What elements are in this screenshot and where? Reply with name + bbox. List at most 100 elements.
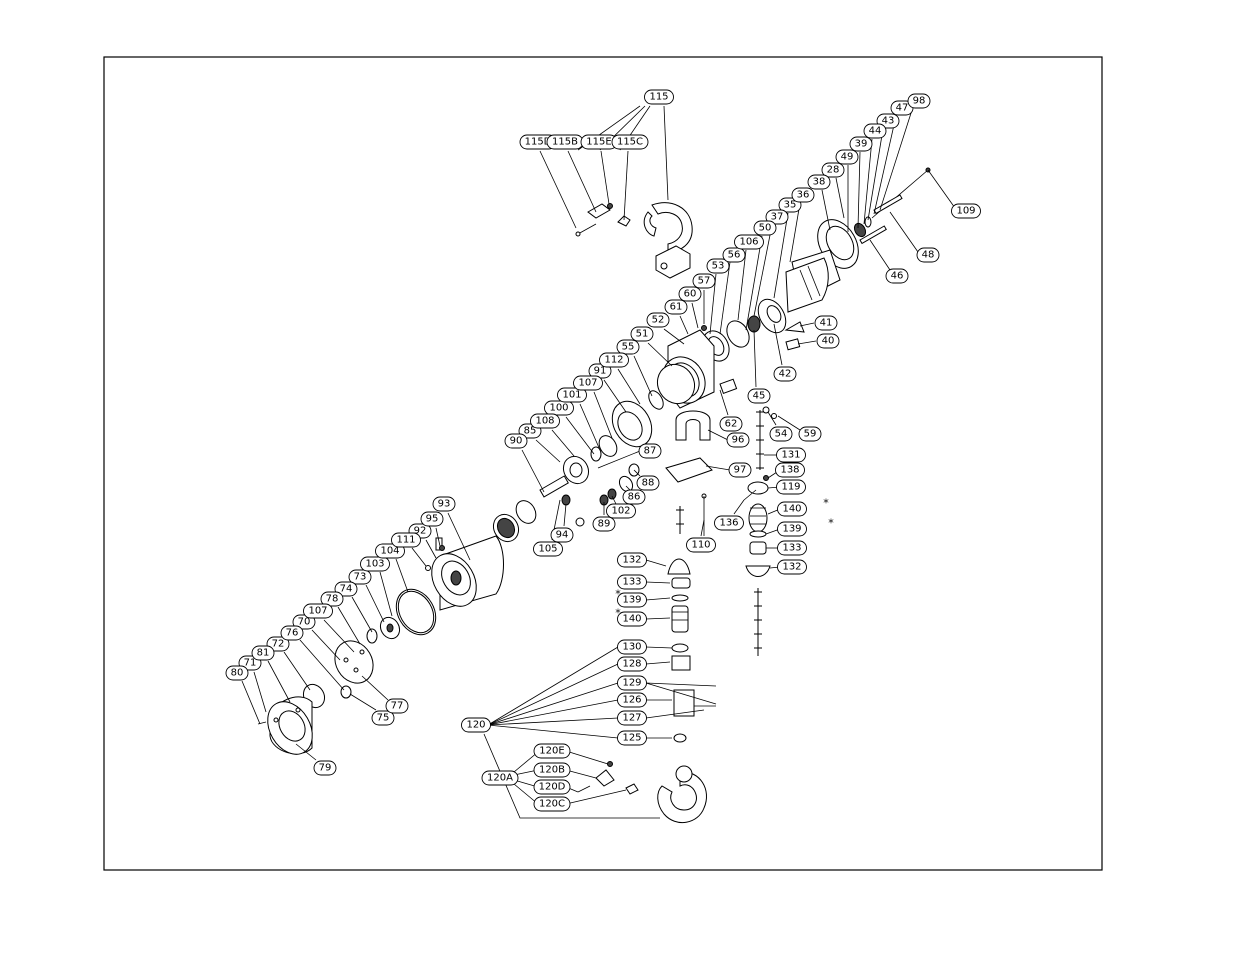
callout-bubble — [481, 770, 519, 786]
callout-bubble — [592, 516, 616, 532]
callout-label: 79 — [319, 763, 332, 774]
callout-132: 132 — [617, 552, 647, 568]
callout-bubble — [798, 426, 822, 442]
callout-129: 129 — [617, 675, 647, 691]
callout-110: 110 — [686, 537, 716, 553]
leader-line — [707, 429, 729, 441]
callout-39: 39 — [849, 136, 873, 152]
leader-line — [663, 328, 685, 345]
callout-label: 44 — [869, 126, 882, 137]
leader-line — [753, 224, 773, 317]
callout-97: 97 — [728, 462, 752, 478]
leader-line — [633, 469, 641, 477]
leader-line — [349, 693, 377, 711]
callout-label: 119 — [781, 482, 800, 493]
callout-101: 101 — [557, 387, 587, 403]
callout-55: 55 — [616, 339, 640, 355]
callout-bubble — [728, 462, 752, 478]
callout-label: 85 — [524, 426, 537, 437]
callout-86: 86 — [622, 489, 646, 505]
leader-line — [411, 547, 427, 567]
leader-line — [879, 109, 913, 211]
callout-label: 120A — [487, 773, 513, 784]
callout-50: 50 — [753, 220, 777, 236]
drive-gear — [590, 390, 711, 462]
callout-bubble — [617, 710, 647, 726]
brake-cover-stack — [784, 167, 931, 351]
callout-label: 128 — [622, 659, 641, 670]
callout-label: 136 — [719, 518, 738, 529]
callout-label: 48 — [922, 250, 935, 261]
callout-bubble — [777, 521, 807, 537]
callout-label: 93 — [438, 499, 451, 510]
callout-54: 54 — [769, 426, 793, 442]
callout-bubble — [266, 636, 290, 652]
leader-line — [551, 429, 575, 457]
leader-line — [487, 663, 619, 726]
callout-46: 46 — [885, 268, 909, 284]
callout-bubble — [616, 339, 640, 355]
callout-bubble — [611, 134, 649, 150]
leader-line — [487, 699, 619, 726]
callout-label: 47 — [896, 103, 909, 114]
callout-120e: 120E — [533, 743, 571, 759]
callout-41: 41 — [814, 315, 838, 331]
leader-line — [873, 115, 897, 215]
callout-73: 73 — [348, 569, 372, 585]
leader-line — [700, 519, 705, 537]
callout-label: 133 — [782, 543, 801, 554]
leader-line — [753, 329, 757, 388]
callout-label: 53 — [712, 261, 725, 272]
callout-109: 109 — [951, 203, 981, 219]
callout-bubble — [916, 247, 940, 263]
leader-line — [835, 177, 845, 219]
callout-76: 76 — [280, 625, 304, 641]
callout-label: 75 — [377, 713, 390, 724]
callout-label: 109 — [956, 206, 975, 217]
leader-line — [821, 189, 831, 231]
callout-42: 42 — [773, 366, 797, 382]
callout-51: 51 — [630, 326, 654, 342]
leader-line — [435, 527, 441, 547]
callout-bubble — [706, 258, 730, 274]
leader-line — [645, 581, 671, 584]
callout-label: 140 — [782, 504, 801, 515]
callout-bubble — [719, 416, 743, 432]
callout-label: 133 — [622, 577, 641, 588]
callout-bubble — [776, 479, 806, 495]
leader-line — [311, 629, 341, 661]
callout-label: 37 — [771, 212, 784, 223]
callout-bubble — [550, 527, 574, 543]
callout-bubble — [622, 489, 646, 505]
callout-bubble — [807, 174, 831, 190]
leader-line — [521, 449, 545, 493]
leader-line — [483, 733, 660, 819]
callout-115c: 115C — [611, 134, 649, 150]
leader-line — [869, 239, 891, 271]
callout-label: 111 — [396, 535, 415, 546]
callout-48: 48 — [916, 247, 940, 263]
callout-bubble — [544, 400, 574, 416]
leader-line — [645, 597, 671, 601]
leader-line — [447, 512, 471, 561]
leader-line — [773, 212, 789, 299]
leader-line — [513, 783, 539, 805]
callout-label: 102 — [611, 506, 630, 517]
callout-label: 138 — [780, 465, 799, 476]
callout-79: 79 — [313, 760, 337, 776]
callout-label: 110 — [691, 540, 710, 551]
callout-94: 94 — [550, 527, 574, 543]
callout-bubble — [504, 433, 528, 449]
callout-bubble — [863, 123, 887, 139]
callout-bubble — [533, 743, 571, 759]
callout-115e: 115E — [580, 134, 618, 150]
lower-hook-assembly — [577, 558, 716, 823]
callout-bubble — [814, 315, 838, 331]
leader-line — [927, 169, 956, 209]
callout-label: 60 — [684, 289, 697, 300]
leader-line — [487, 717, 619, 726]
leader-line — [857, 151, 861, 229]
leader-line — [645, 682, 717, 687]
callout-74: 74 — [334, 581, 358, 597]
callout-label: 49 — [841, 152, 854, 163]
